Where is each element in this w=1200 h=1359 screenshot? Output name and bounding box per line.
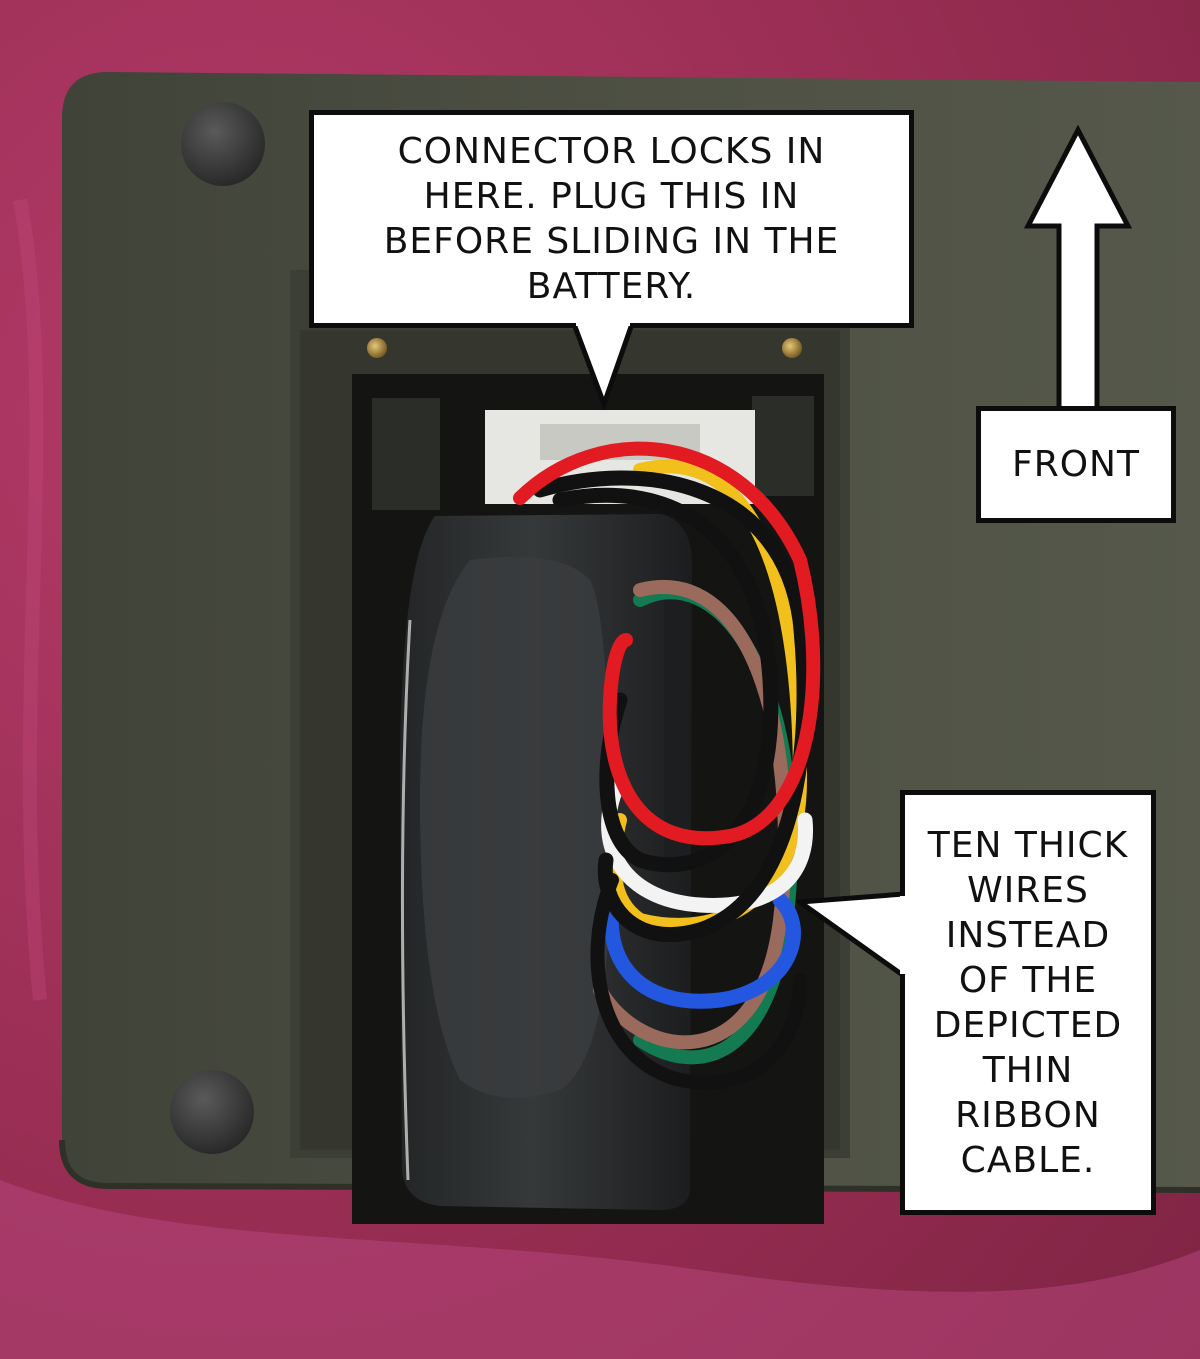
connector-callout: Connector locks in here. Plug this in be…: [309, 110, 914, 328]
brass-screw-left: [367, 338, 387, 358]
cavity-rail-right: [752, 396, 814, 496]
battery-wrap-edge: [400, 619, 412, 1181]
fabric-fold: [13, 198, 47, 1001]
wire-black-lower: [590, 873, 807, 1090]
wire-blue: [603, 862, 801, 1009]
wires-callout-tail: [796, 891, 908, 979]
brass-screw-right: [782, 338, 802, 358]
front-label: Front: [976, 406, 1176, 523]
wire-red: [513, 441, 821, 846]
rubber-foot-bottom: [170, 1070, 254, 1154]
wire-black-inner: [552, 487, 779, 873]
device-case-edge: [59, 1139, 1200, 1193]
cavity-rail-left: [372, 398, 440, 510]
battery-label-strip: [664, 600, 686, 860]
connector-callout-tail: [571, 320, 635, 410]
battery-foam-pad: [420, 556, 611, 1098]
rubber-foot-top: [181, 102, 265, 186]
fabric-highlight: [0, 1180, 1200, 1359]
wires-callout: Ten thick wires instead of the depicted …: [900, 790, 1156, 1215]
wire-bundle: [513, 441, 821, 1090]
